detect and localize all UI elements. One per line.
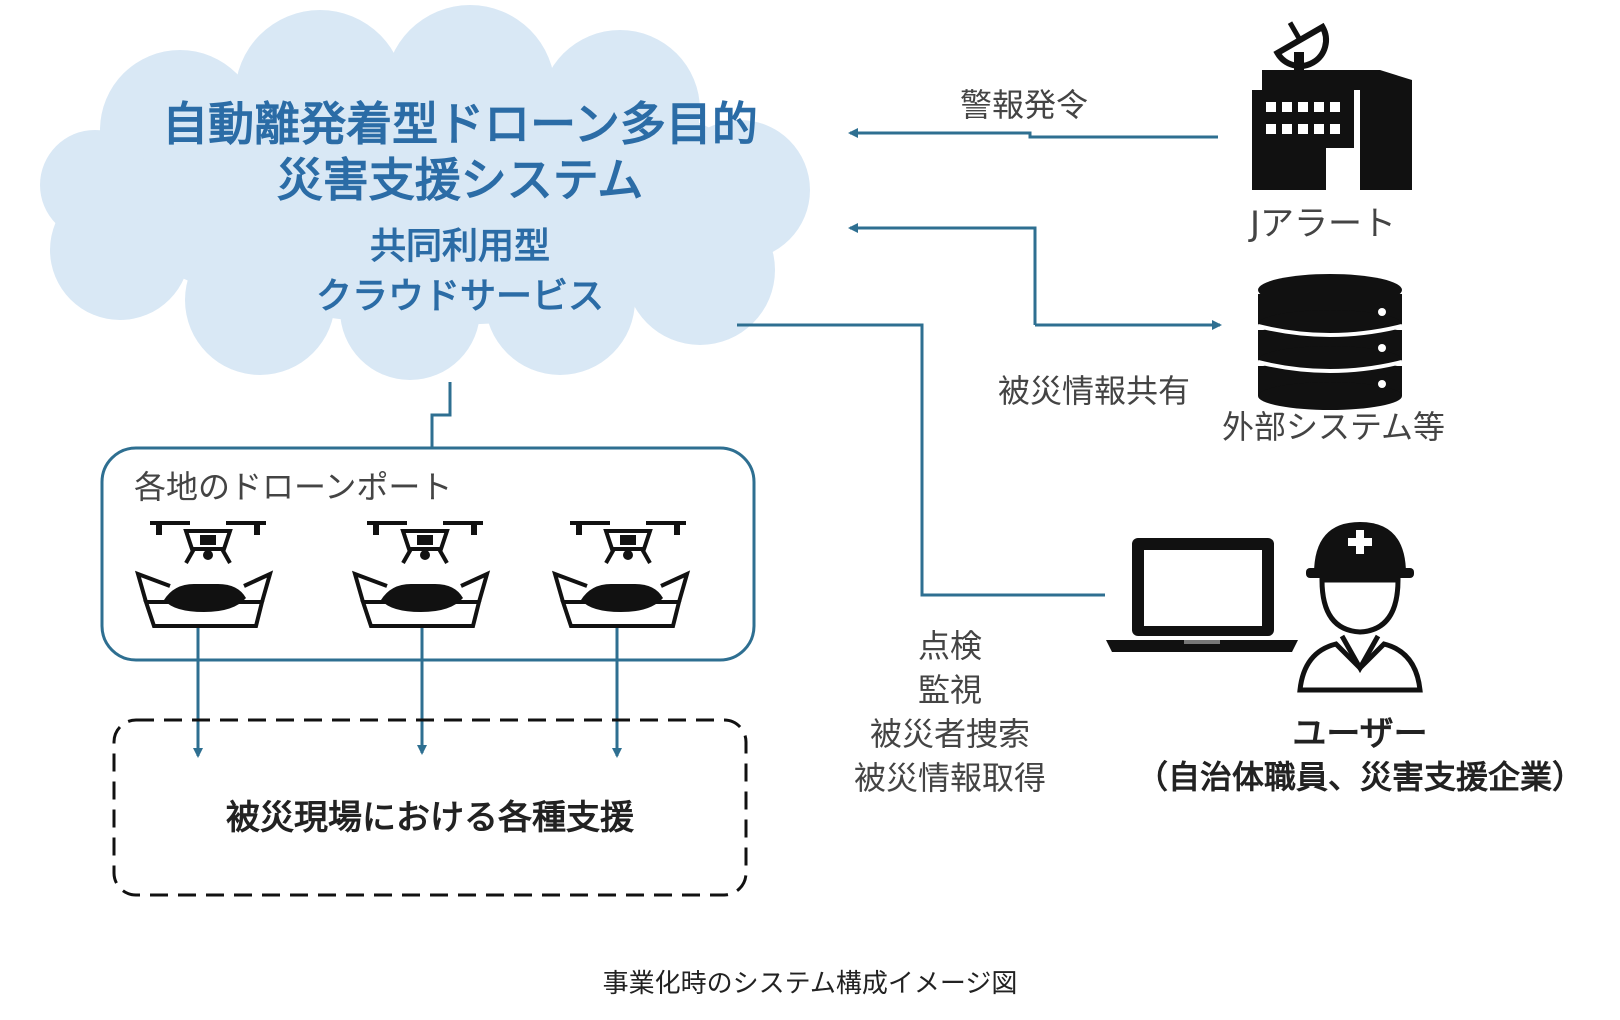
share-arrow-to-cloud [848, 223, 1037, 325]
support-label: 被災現場における各種支援 [226, 798, 634, 838]
cloud-title-line: 自動離発着型ドローン多目的 [162, 97, 758, 151]
user-function-item: 点検 [917, 627, 982, 665]
user-function-list: 点検 監視 被災者捜索 被災情報取得 [820, 624, 1080, 800]
figure-caption: 事業化時のシステム構成イメージ図 [602, 969, 1018, 999]
drone-icon [568, 521, 688, 565]
cloud-title-line: 災害支援システム [276, 153, 644, 207]
laptop-icon [1106, 538, 1298, 652]
drone-icon [365, 521, 485, 565]
ports-connector-line [430, 382, 452, 448]
cloud-subtitle-line: クラウドサービス [315, 276, 604, 317]
alert-arrow-label: 警報発令 [960, 86, 1089, 124]
cloud-subtitle: 共同利用型 クラウドサービス [70, 222, 850, 322]
user-connector-line [737, 323, 1105, 597]
cloud-title: 自動離発着型ドローン多目的 災害支援システム [70, 96, 850, 208]
share-arrow-label: 被災情報共有 [998, 372, 1191, 410]
j-alert-label: Jアラート [1250, 204, 1397, 244]
cloud-subtitle-line: 共同利用型 [369, 226, 550, 267]
database-icon [1257, 274, 1403, 410]
building-with-satellite-dish-icon [1252, 21, 1412, 190]
cloud-shape [40, 5, 810, 380]
alert-arrow [848, 128, 1218, 139]
drone-port-box-icon [353, 572, 489, 628]
drone-port-group-box [100, 446, 756, 662]
drone-port-group-label: 各地のドローンポート [134, 468, 453, 506]
support-box [112, 718, 748, 897]
drone-port-box-icon [553, 572, 689, 628]
drone-icon [148, 521, 268, 565]
user-subtitle: （自治体職員、災害支援企業） [1135, 758, 1584, 796]
user-function-item: 監視 [917, 671, 982, 709]
drone-port-box-icon [136, 572, 272, 628]
user-function-item: 被災情報取得 [853, 759, 1046, 797]
user-title: ユーザー [1292, 714, 1428, 754]
user-function-item: 被災者捜索 [869, 715, 1030, 753]
external-system-label: 外部システム等 [1222, 408, 1446, 446]
worker-with-helmet-icon [1297, 522, 1423, 693]
